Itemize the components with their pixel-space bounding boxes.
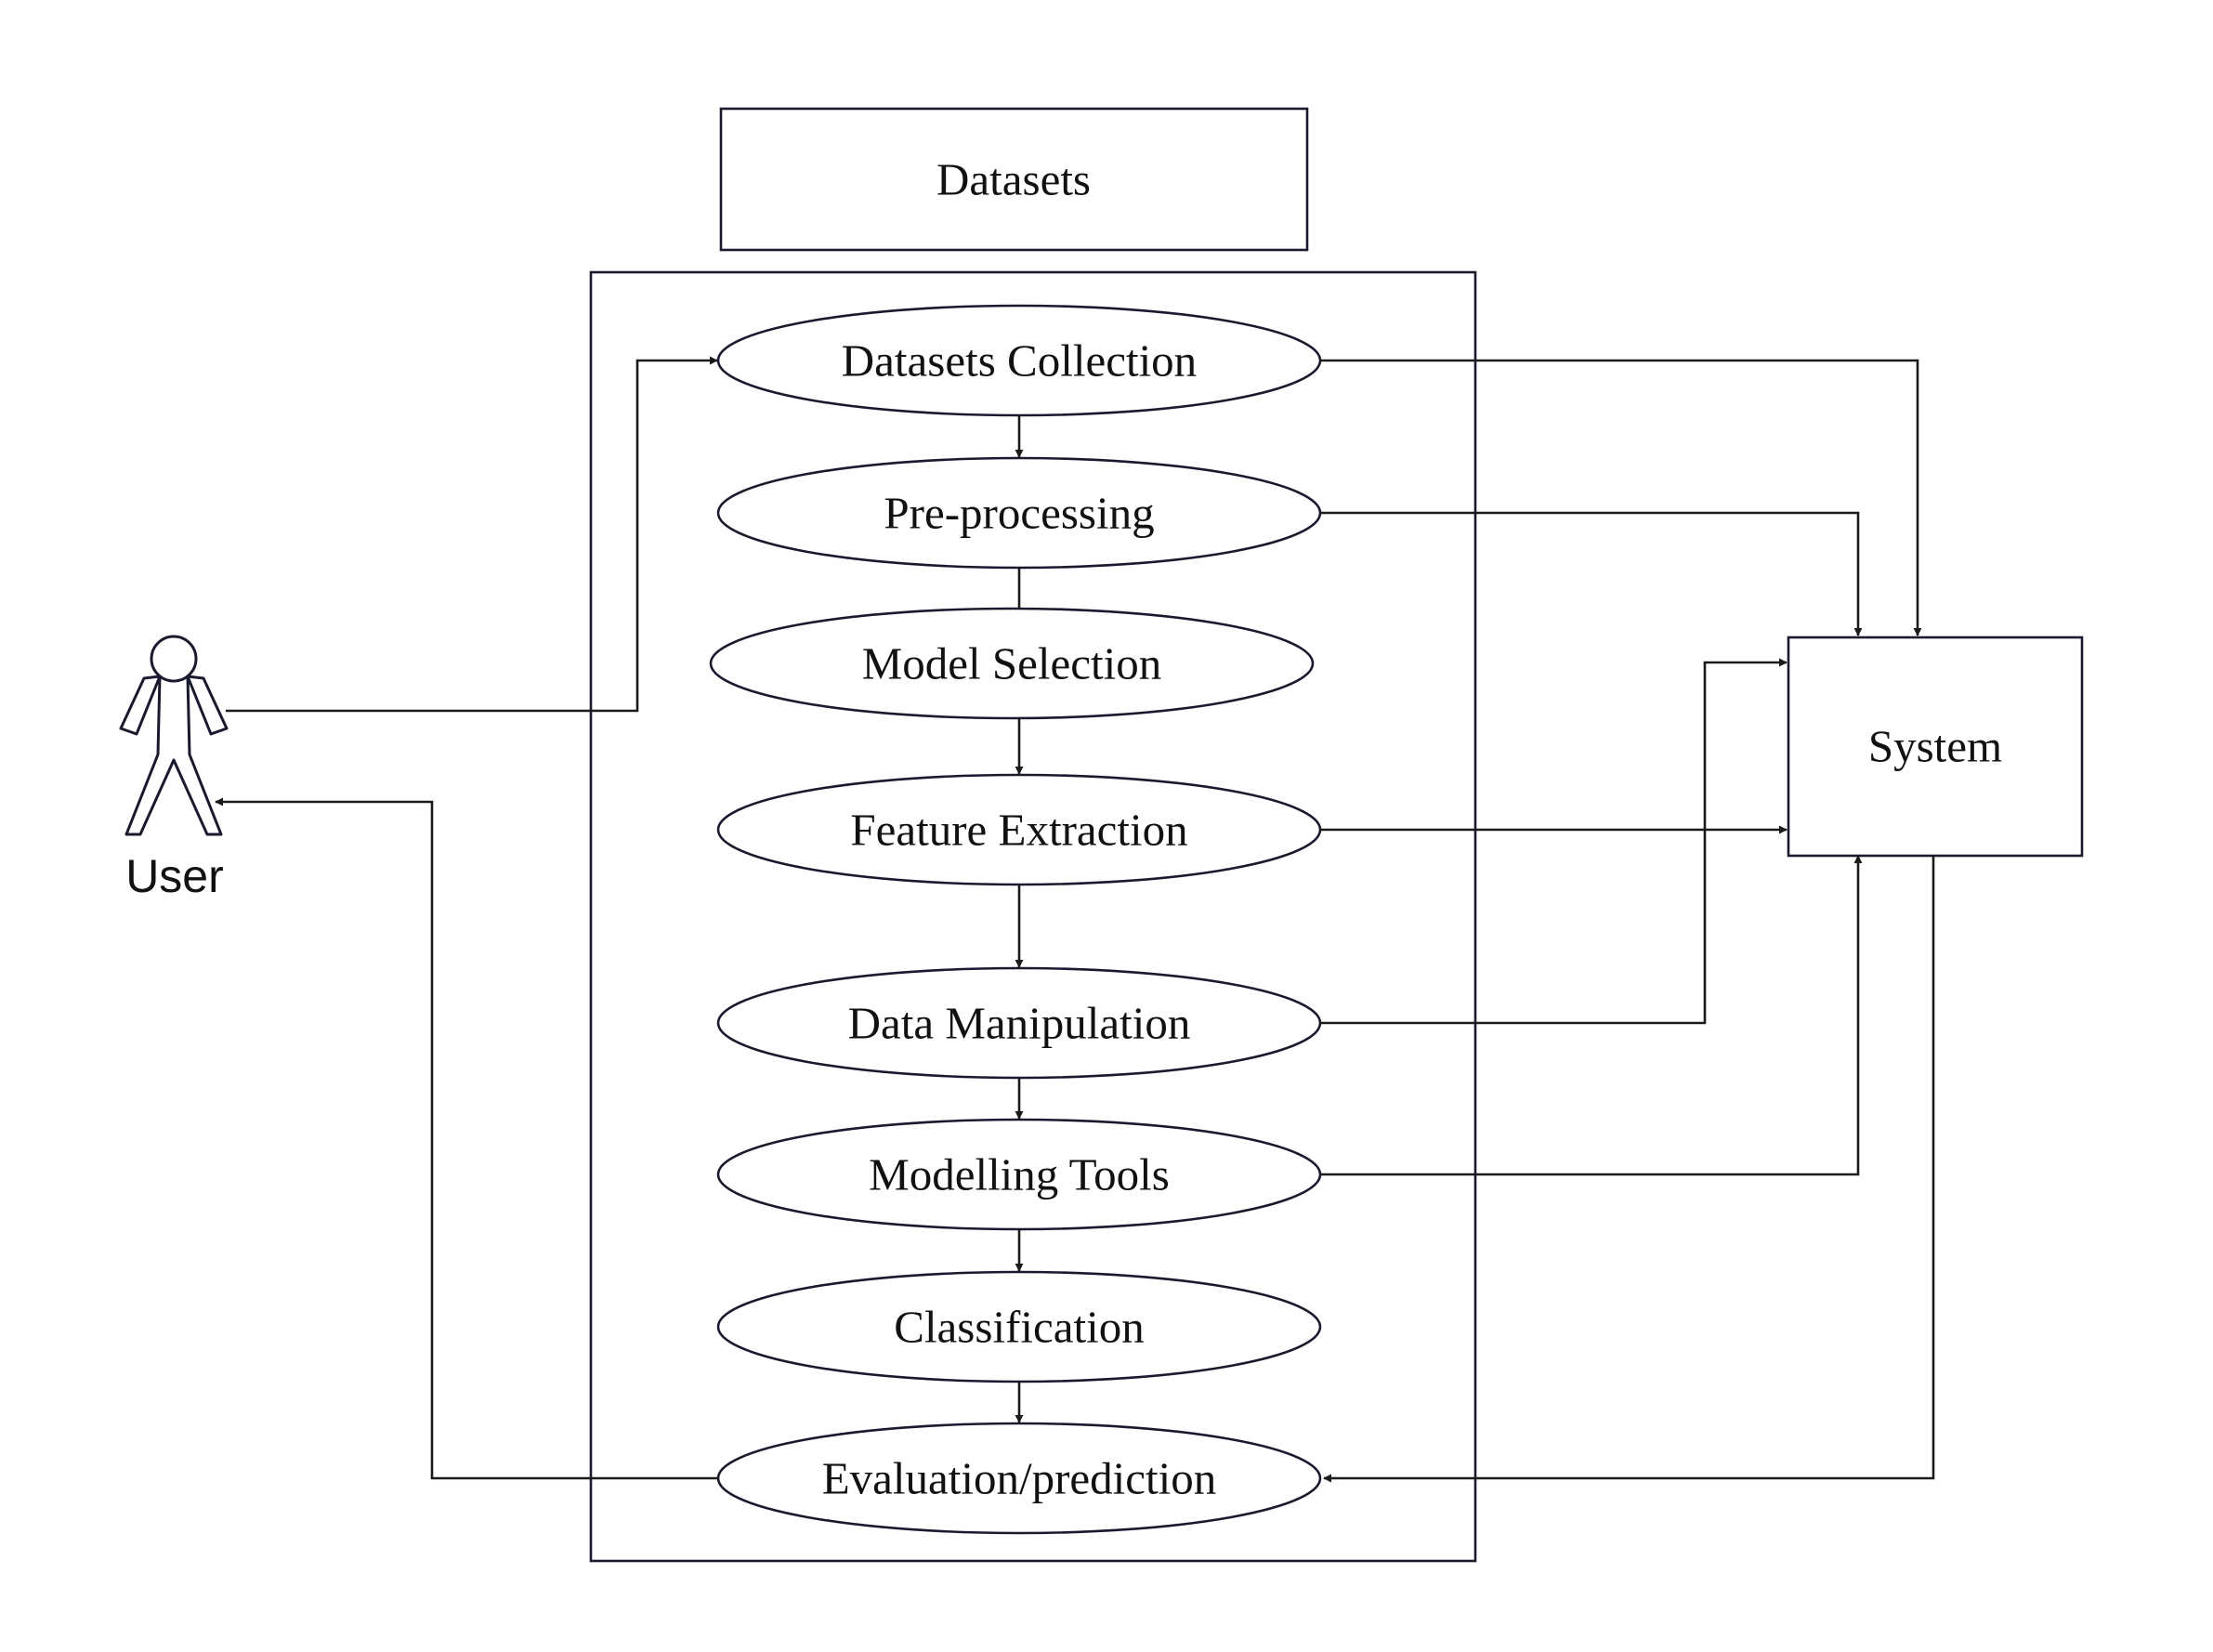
- user-actor-label: User: [125, 850, 224, 902]
- flow-system-to-evaluation: [1323, 856, 1935, 1483]
- step-data-manipulation-label: Data Manipulation: [848, 998, 1191, 1049]
- step-evaluation-prediction-label: Evaluation/prediction: [822, 1453, 1217, 1504]
- system-box-label: System: [1868, 721, 2002, 772]
- flow-user-to-collection: [226, 356, 718, 713]
- flow-preprocessing-to-system: [1320, 511, 1863, 636]
- process-container: [589, 270, 1477, 1563]
- datasets-box: [719, 107, 1309, 252]
- flow-collection-to-system: [1320, 359, 1922, 636]
- flow-data-manipulation-to-system: [1320, 658, 1787, 1025]
- datasets-box-label: Datasets: [936, 154, 1091, 205]
- step-classification-label: Classification: [894, 1302, 1144, 1353]
- system-box: [1787, 636, 2084, 858]
- step-feature-extraction-label: Feature Extraction: [850, 805, 1187, 856]
- flow-evaluation-to-user: [215, 797, 718, 1480]
- step-pre-processing-label: Pre-processing: [884, 488, 1154, 539]
- step-model-selection: [709, 607, 1315, 720]
- flow-modelling-tools-to-system: [1320, 855, 1863, 1176]
- step-model-selection-label: Model Selection: [862, 638, 1162, 689]
- step-modelling-tools-label: Modelling Tools: [869, 1149, 1170, 1200]
- user-actor-icon: [119, 635, 229, 836]
- step-datasets-collection-label: Datasets Collection: [842, 335, 1197, 387]
